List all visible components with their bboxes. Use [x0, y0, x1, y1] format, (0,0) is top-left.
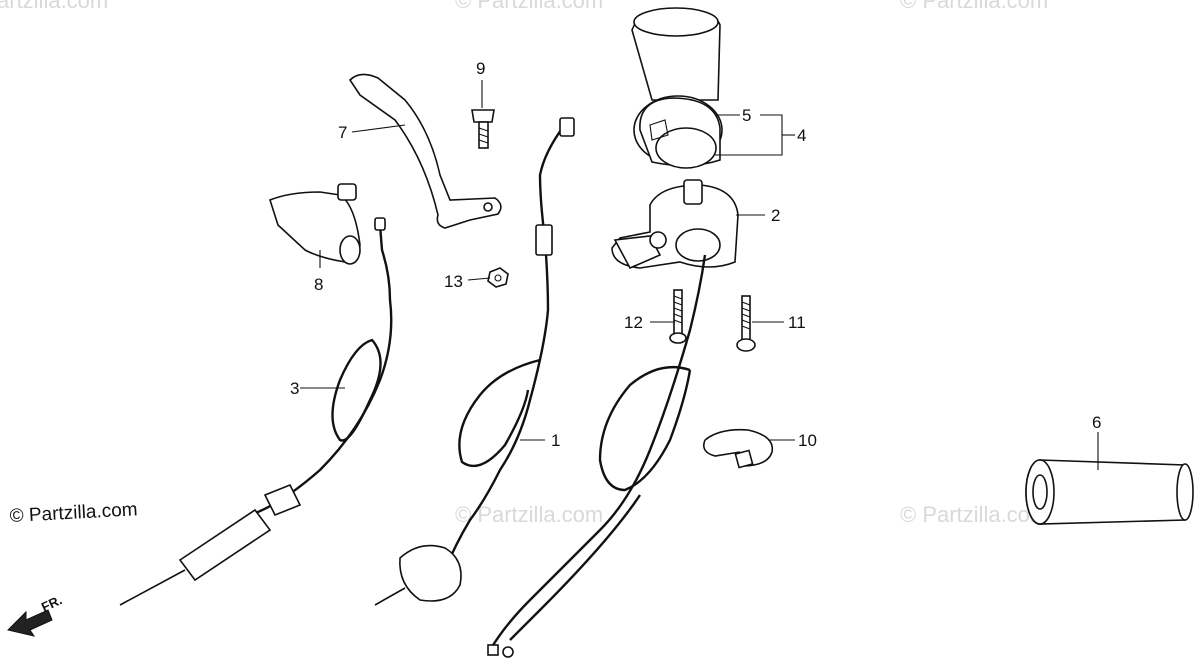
part-5-throttle-grip: [631, 7, 723, 169]
callout-10: 10: [798, 431, 817, 450]
copyright-text: © Partzilla.com: [9, 499, 138, 527]
callout-8: 8: [314, 275, 323, 294]
part-13-nut: [487, 267, 509, 288]
callout-7: 7: [338, 123, 347, 142]
callout-6: 6: [1092, 413, 1101, 432]
watermark-mid-right: © Partzilla.com: [900, 502, 1048, 527]
direction-label: FR.: [39, 592, 64, 614]
watermark-mid-center: © Partzilla.com: [455, 502, 603, 527]
leader-lines: [300, 80, 1099, 470]
callout-3: 3: [290, 379, 299, 398]
watermark-top-left: © Partzilla.com: [0, 0, 108, 13]
part-10-clamp-band: [702, 428, 774, 469]
part-6-grip: [1025, 459, 1194, 525]
callout-4: 4: [797, 126, 806, 145]
callout-5: 5: [742, 106, 751, 125]
watermark-top-right: © Partzilla.com: [900, 0, 1048, 13]
callout-9: 9: [476, 59, 485, 78]
part-4-cable: [487, 254, 707, 658]
callout-11: 11: [788, 313, 806, 332]
watermark-top-center: © Partzilla.com: [455, 0, 603, 13]
part-2-throttle-housing: [611, 179, 739, 270]
part-3-cable: [119, 217, 393, 606]
direction-arrow-icon: [7, 609, 53, 637]
part-9-screw: [471, 109, 495, 149]
part-12-screw: [669, 289, 687, 344]
callout-13: 13: [444, 272, 463, 291]
part-8-holder: [269, 183, 361, 265]
part-11-screw: [736, 295, 756, 352]
part-7-lever: [348, 73, 502, 229]
part-1-throttle-cable: [374, 117, 575, 606]
callout-12: 12: [624, 313, 643, 332]
callout-1: 1: [551, 431, 560, 450]
callout-2: 2: [771, 206, 780, 225]
